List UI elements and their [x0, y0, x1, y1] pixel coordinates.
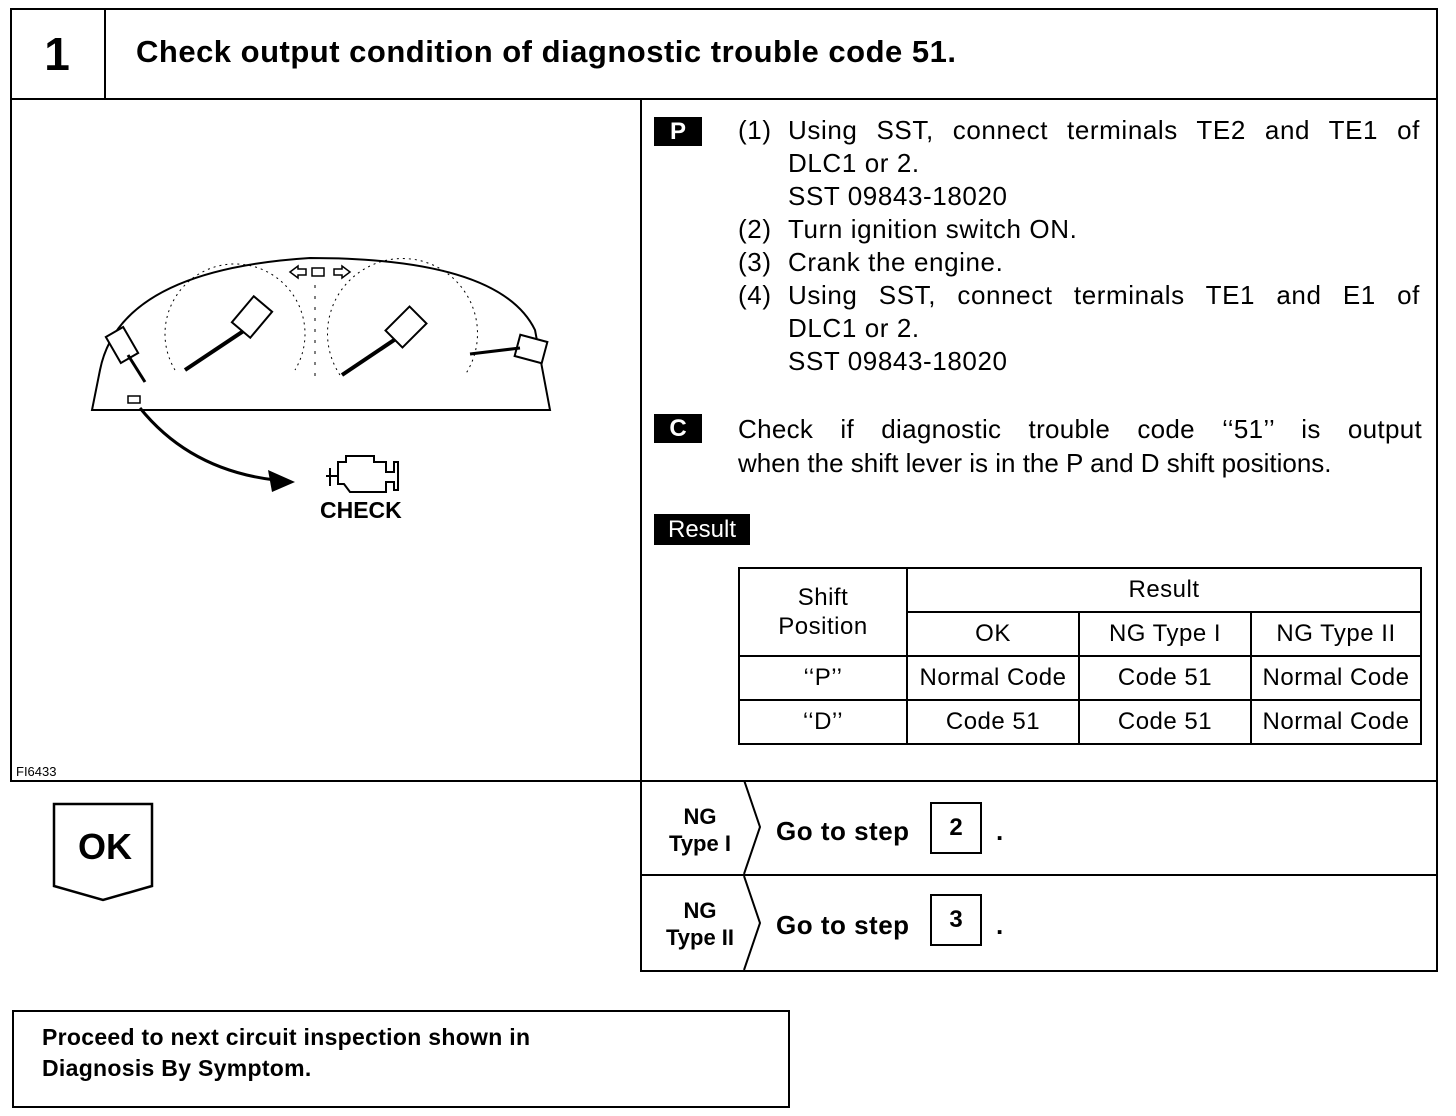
procedure-tag: P — [654, 117, 702, 146]
goto-step-3-text: Go to step — [776, 910, 910, 940]
step-title: Check output condition of diagnostic tro… — [136, 34, 957, 69]
ok-branch-shape — [52, 802, 154, 902]
step-text-1-line-2: DLC1 or 2. — [788, 148, 920, 178]
check-text-line-1: Check if diagnostic trouble code ‘‘51’’ … — [738, 414, 1422, 444]
step-text-4-line-1: Using SST, connect terminals TE1 and E1 … — [788, 280, 1420, 310]
step-text-1-line-1: Using SST, connect terminals TE2 and TE1… — [788, 115, 1420, 145]
step-text-4-line-2: DLC1 or 2. — [788, 313, 920, 343]
temperature-gauge — [104, 325, 147, 383]
table-row: ‘‘D’’ Code 51 Code 51 Normal Code — [738, 699, 1422, 745]
step-number-3: (3) — [738, 247, 772, 277]
step-text-3: Crank the engine. — [788, 247, 1004, 277]
column-divider — [640, 98, 642, 972]
table-cell: Normal Code — [906, 655, 1080, 701]
result-header: Result — [906, 567, 1422, 613]
ok-header: OK — [906, 611, 1080, 657]
table-cell: Normal Code — [1250, 655, 1422, 701]
tachometer-gauge — [164, 263, 306, 372]
step-text-4-line-3: SST 09843-18020 — [788, 346, 1008, 376]
ng-type-1-header: NG Type I — [1078, 611, 1252, 657]
table-cell: Code 51 — [1078, 655, 1252, 701]
step-2-link[interactable]: 2 — [930, 802, 982, 854]
step-number-1: (1) — [738, 115, 772, 145]
step-header — [10, 8, 1438, 100]
step-number-2: (2) — [738, 214, 772, 244]
step-text-2: Turn ignition switch ON. — [788, 214, 1078, 244]
engine-check-icon — [326, 455, 399, 493]
table-cell: ‘‘P’’ — [738, 655, 908, 701]
step-number: 1 — [10, 8, 106, 100]
proceed-text-line-1: Proceed to next circuit inspection shown… — [42, 1024, 531, 1050]
step-number-4: (4) — [738, 280, 772, 310]
check-text-line-2: when the shift lever is in the P and D s… — [738, 448, 1332, 478]
ok-branch-label: OK — [78, 826, 132, 867]
period: . — [996, 816, 1004, 846]
ng-separator — [640, 874, 1438, 876]
ng-type-2-header: NG Type II — [1250, 611, 1422, 657]
table-cell: Normal Code — [1250, 699, 1422, 745]
fuel-gauge — [469, 333, 549, 365]
proceed-box — [12, 1010, 790, 1108]
proceed-text-line-2: Diagnosis By Symptom. — [42, 1055, 312, 1081]
goto-step-2-text: Go to step — [776, 816, 910, 846]
period: . — [996, 910, 1004, 940]
pointer-arrow — [138, 407, 295, 492]
check-engine-lamp-location — [127, 395, 141, 404]
table-row: ‘‘P’’ Normal Code Code 51 Normal Code — [738, 655, 1422, 701]
figure-bottom-border — [10, 780, 642, 782]
table-cell: Code 51 — [1078, 699, 1252, 745]
speedometer-gauge — [327, 258, 478, 377]
step-3-link[interactable]: 3 — [930, 894, 982, 946]
check-tag: C — [654, 414, 702, 443]
instrument-cluster-illustration: CHECK — [90, 256, 552, 523]
ng-chevrons — [743, 780, 762, 971]
table-cell: Code 51 — [906, 699, 1080, 745]
ng-branches-section — [640, 780, 1438, 972]
figure-code: FI6433 — [16, 764, 57, 779]
check-label: CHECK — [320, 497, 402, 523]
table-cell: ‘‘D’’ — [738, 699, 908, 745]
result-tag: Result — [654, 514, 750, 545]
step-text-1-line-3: SST 09843-18020 — [788, 181, 1008, 211]
